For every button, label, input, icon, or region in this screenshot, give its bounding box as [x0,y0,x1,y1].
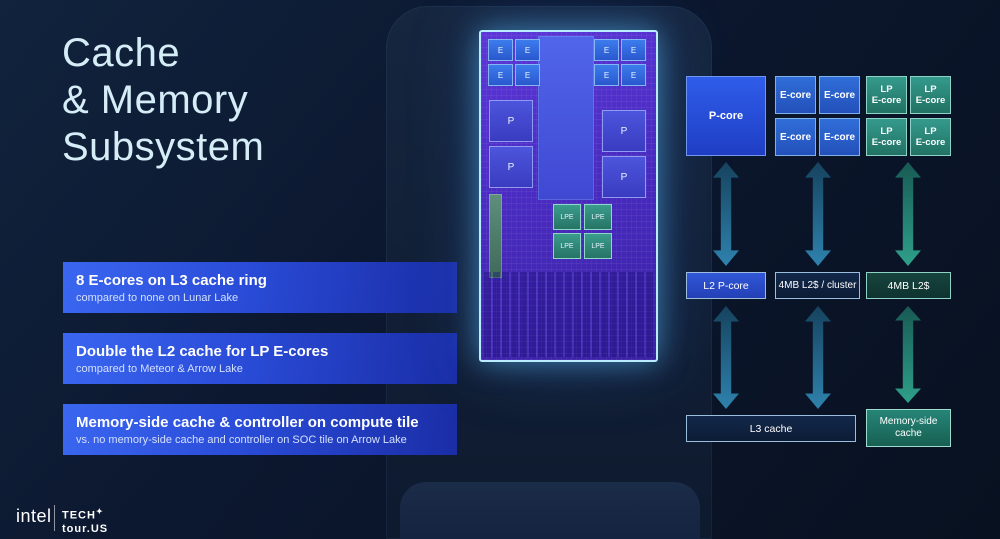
memory-side-cache-box: Memory-side cache [866,409,951,447]
die-e-core-block: E [621,64,646,86]
device-panel-foreground [400,482,700,539]
banner-memory-side-cache: Memory-side cache & controller on comput… [63,404,457,455]
page-title: Cache & Memory Subsystem [62,30,264,171]
l2-lp-box: 4MB L2$ [866,272,951,299]
double-arrow-pcore-l2-icon [713,162,739,266]
banner-heading: 8 E-cores on L3 cache ring [76,271,267,289]
die-e-core-block: E [594,39,619,61]
ecore-box: E-core [819,118,860,156]
lp-ecore-line2: E-core [871,95,902,106]
lp-ecore-line1: LP [924,84,937,95]
banner-subtext: compared to Meteor & Arrow Lake [76,362,243,375]
lp-ecore-box: LP E-core [910,118,951,156]
lp-ecore-box: LP E-core [866,76,907,114]
techtour-tour-label: tour.US [62,522,109,535]
die-e-core-block: E [515,64,540,86]
ecore-box: E-core [775,118,816,156]
title-line-3: Subsystem [62,125,265,169]
l2-pcore-box: L2 P-core [686,272,766,299]
title-line-2: & Memory [62,78,249,122]
die-e-core-block: E [488,64,513,86]
msc-line1: Memory-side [879,416,938,427]
footer-divider [54,505,55,531]
double-arrow-ecore-l2-icon [805,162,831,266]
title-line-1: Cache [62,31,181,75]
double-arrow-cluster-l3-icon [805,306,831,409]
lp-ecore-line1: LP [924,126,937,137]
banner-subtext: compared to none on Lunar Lake [76,291,239,304]
die-io-strip [489,194,502,278]
l2-cluster-box: 4MB L2$ / cluster [775,272,860,299]
die-e-core-block: E [621,39,646,61]
lp-ecore-line1: LP [880,84,893,95]
compute-tile-die: E E E E E E E E P P P P LPE LPE LPE LPE [479,30,658,362]
die-fabric-region [538,36,594,200]
lp-ecore-box: LP E-core [910,76,951,114]
die-p-core-block: P [489,146,533,188]
die-lpe-core-block: LPE [553,233,581,259]
banner-double-l2: Double the L2 cache for LP E-cores compa… [63,333,457,384]
lp-ecore-line2: E-core [915,95,946,106]
die-p-core-block: P [489,100,533,142]
die-p-core-block: P [602,110,646,152]
techtour-tech-label: TECH [62,509,96,522]
intel-logo: intel [16,506,52,526]
lp-ecore-line1: LP [880,126,893,137]
lp-ecore-line2: E-core [915,137,946,148]
ecore-box: E-core [819,76,860,114]
lp-ecore-line2: E-core [871,137,902,148]
techtour-logo: TECH✦ tour.US [62,505,108,536]
double-arrow-l2-l3-icon [713,306,739,409]
die-lpe-core-block: LPE [584,204,612,230]
die-lpe-core-block: LPE [553,204,581,230]
l3-cache-box: L3 cache [686,415,856,442]
double-arrow-lp-l2-icon [895,162,921,266]
msc-line2: cache [895,428,922,439]
banner-heading: Double the L2 cache for LP E-cores [76,342,329,360]
double-arrow-l2-msc-icon [895,306,921,403]
star-icon: ✦ [95,507,104,516]
ecore-box: E-core [775,76,816,114]
die-e-core-block: E [488,39,513,61]
lp-ecore-box: LP E-core [866,118,907,156]
die-lpe-core-block: LPE [584,233,612,259]
die-e-core-block: E [594,64,619,86]
banner-ecores-l3-ring: 8 E-cores on L3 cache ring compared to n… [63,262,457,313]
banner-subtext: vs. no memory-side cache and controller … [76,433,407,446]
die-e-core-block: E [515,39,540,61]
die-p-core-block: P [602,156,646,198]
pcore-box: P-core [686,76,766,156]
banner-heading: Memory-side cache & controller on comput… [76,413,419,431]
